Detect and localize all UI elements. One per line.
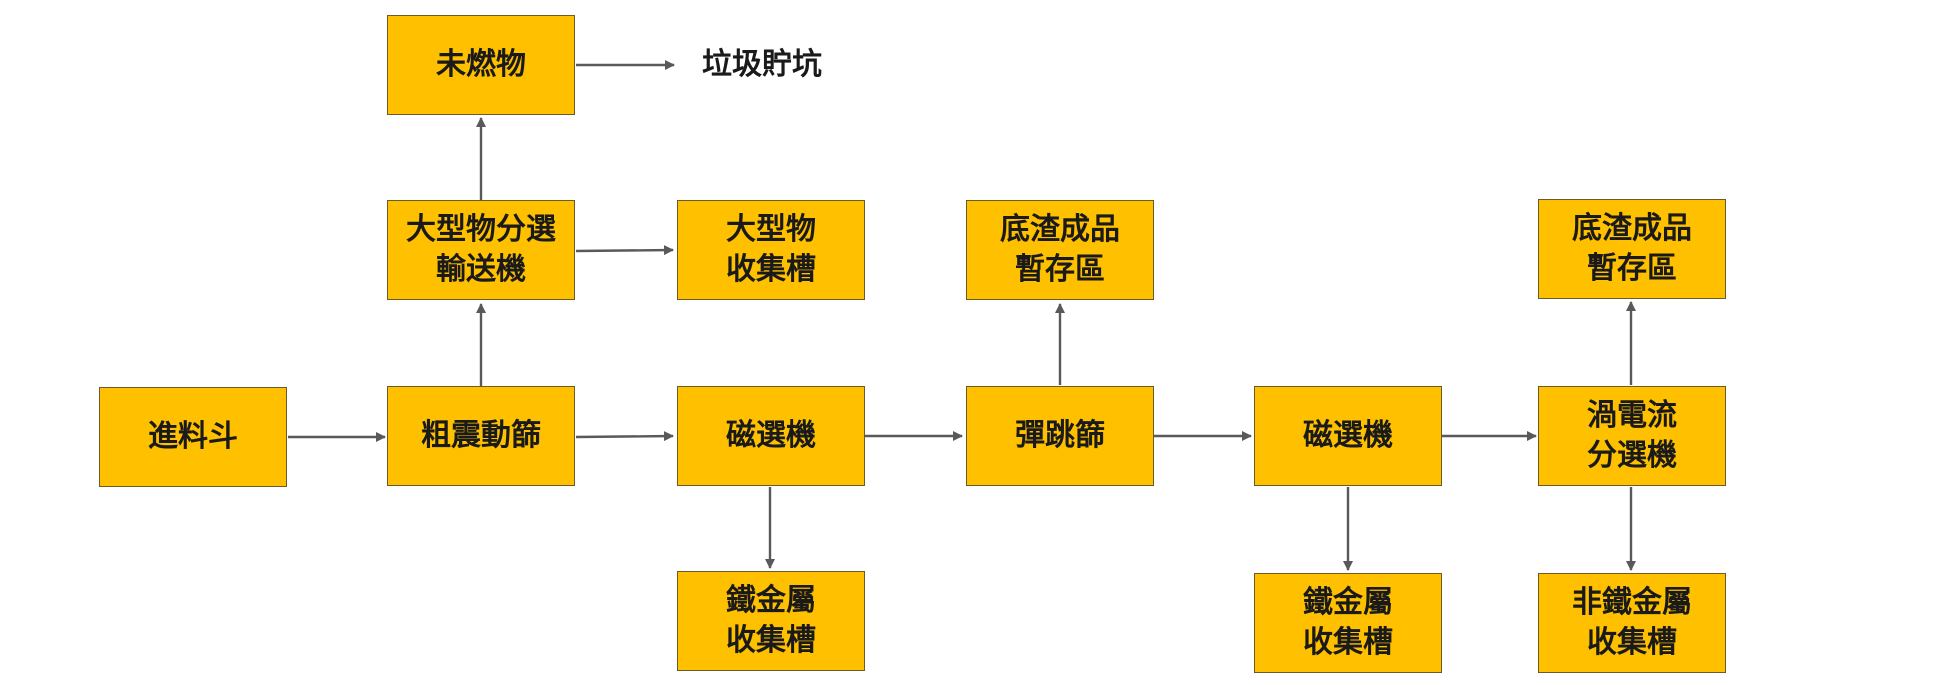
node-ferrous-collection-tank-2: 鐵金屬 收集槽 xyxy=(1254,573,1442,673)
node-feed-hopper: 進料斗 xyxy=(99,387,287,487)
arrow-coarse-screen-to-magnetic-1 xyxy=(575,431,674,442)
label-garbage-pit: 垃圾貯坑 xyxy=(702,47,822,82)
node-bottom-ash-storage-2: 底渣成品 暫存區 xyxy=(1538,199,1726,299)
node-bottom-ash-storage-1: 底渣成品 暫存區 xyxy=(966,200,1154,300)
node-ferrous-collection-tank-1: 鐵金屬 收集槽 xyxy=(677,571,865,671)
node-eddy-current-separator: 渦電流 分選機 xyxy=(1538,386,1726,486)
node-unburnt: 未燃物 xyxy=(387,15,575,115)
node-magnetic-separator-2: 磁選機 xyxy=(1254,386,1442,486)
node-magnetic-separator-1: 磁選機 xyxy=(677,386,865,486)
node-bulky-sorting-conveyor: 大型物分選 輸送機 xyxy=(387,200,575,300)
node-coarse-vibrating-screen: 粗震動篩 xyxy=(387,386,575,486)
arrow-bulky-conveyor-to-bulky-tank xyxy=(575,245,674,256)
node-bouncing-screen: 彈跳篩 xyxy=(966,386,1154,486)
node-bulky-collection-tank: 大型物 收集槽 xyxy=(677,200,865,300)
node-nonferrous-collection-tank: 非鐵金屬 收集槽 xyxy=(1538,573,1726,673)
